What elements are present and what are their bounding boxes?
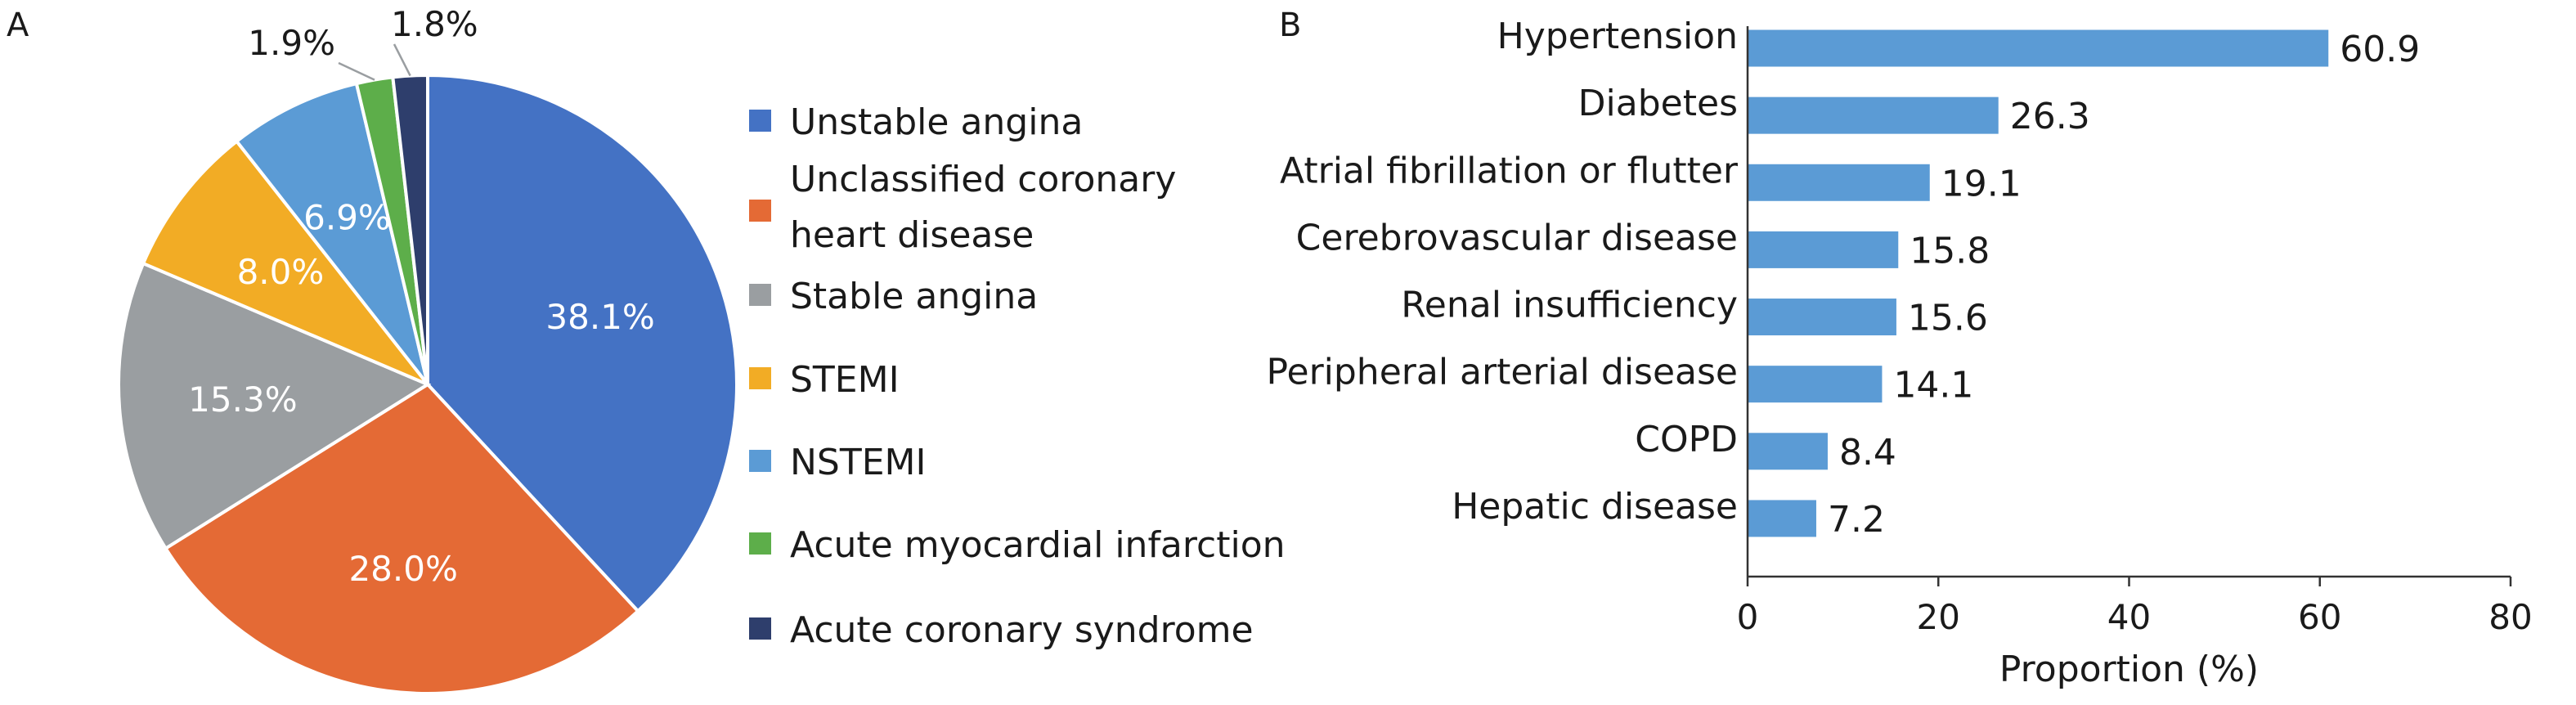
pie-slice <box>141 138 429 386</box>
value-label: 7.2 <box>1828 499 1885 541</box>
legend-label: Acute coronary syndrome <box>790 609 1254 651</box>
pie-slice <box>117 261 432 551</box>
pie-slice-label: 8.0% <box>237 252 325 292</box>
value-label: 26.3 <box>2010 96 2090 137</box>
pie-slice-label: 6.9% <box>303 198 391 238</box>
bar <box>1748 29 2329 67</box>
x-axis-title: Proportion (%) <box>1999 649 2259 690</box>
legend-label: Acute myocardial infarction <box>790 524 1286 566</box>
pie-slice-label: 1.9% <box>248 23 335 63</box>
x-tick-label: 40 <box>2107 597 2151 637</box>
category-label: Hepatic disease <box>1452 486 1738 528</box>
x-tick-label: 80 <box>2488 597 2532 637</box>
x-tick-label: 0 <box>1737 597 1759 637</box>
pie-slice-label: 15.3% <box>188 379 297 420</box>
legend-label: NSTEMI <box>790 442 926 483</box>
legend-swatch <box>749 532 771 555</box>
pie-chart <box>117 73 738 695</box>
x-tick-label: 60 <box>2298 597 2341 637</box>
pie-labels: 38.1% 28.0% 15.3% 8.0% 6.9% 1.9% 1.8% <box>188 4 655 589</box>
pie-slice-label: 1.8% <box>391 4 478 44</box>
pie-leader-line <box>393 43 411 77</box>
category-label: Atrial fibrillation or flutter <box>1280 150 1739 191</box>
bar <box>1748 231 1899 268</box>
value-label: 8.4 <box>1839 432 1896 474</box>
bar <box>1748 299 1896 336</box>
category-label: COPD <box>1635 419 1738 460</box>
legend-swatch <box>749 367 771 389</box>
category-label: Renal insufficiency <box>1401 285 1738 326</box>
bar <box>1748 97 1999 134</box>
pie-leader-line <box>338 61 375 81</box>
category-label: Diabetes <box>1578 83 1738 124</box>
legend-swatch <box>749 450 771 472</box>
value-label: 15.8 <box>1910 230 1990 272</box>
pie-slice-label: 28.0% <box>348 549 457 589</box>
pie-slice <box>426 73 738 613</box>
legend-swatch <box>749 200 771 222</box>
legend-label: Unstable angina <box>790 101 1083 143</box>
legend-swatch <box>749 617 771 640</box>
category-label: Cerebrovascular disease <box>1296 217 1738 258</box>
bar <box>1748 500 1816 537</box>
value-label: 15.6 <box>1908 298 1988 339</box>
value-label: 19.1 <box>1941 163 2022 204</box>
panel-b-letter: B <box>1279 7 1301 44</box>
category-label: Peripheral arterial disease <box>1267 352 1738 393</box>
value-label: 60.9 <box>2340 29 2420 70</box>
legend-swatch <box>749 110 771 132</box>
legend-label: Stable angina <box>790 276 1038 317</box>
legend-label: heart disease <box>790 214 1034 256</box>
bar <box>1748 164 1930 201</box>
x-tick-label: 20 <box>1917 597 1960 637</box>
panel-a-letter: A <box>7 7 29 44</box>
bar <box>1748 366 1883 403</box>
bar <box>1748 433 1828 470</box>
pie-slice <box>234 81 429 386</box>
category-label: Hypertension <box>1497 16 1738 57</box>
pie-slice <box>163 382 640 695</box>
value-label: 14.1 <box>1893 365 1973 406</box>
legend-label: Unclassified coronary <box>790 159 1176 200</box>
legend-swatch <box>749 284 771 306</box>
pie-slice-label: 38.1% <box>545 297 654 337</box>
legend-label: STEMI <box>790 359 900 401</box>
